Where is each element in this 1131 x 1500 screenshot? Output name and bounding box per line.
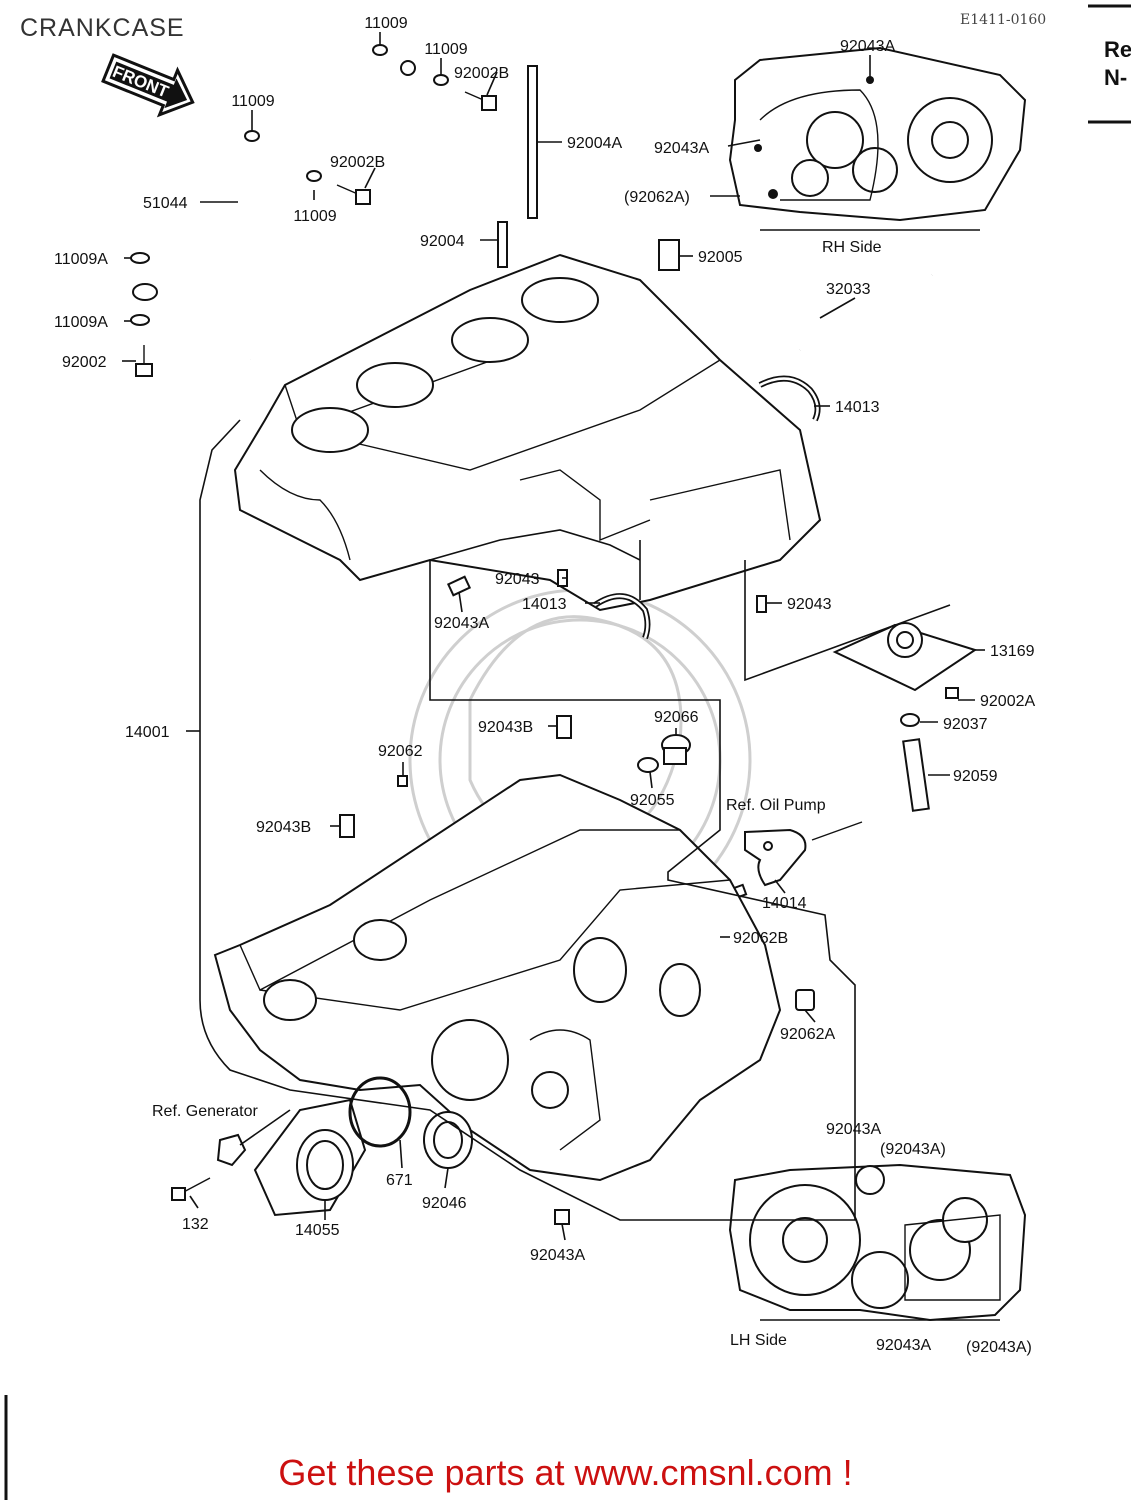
callout: 92062B	[733, 930, 788, 947]
callout: 11009	[293, 208, 336, 225]
leader-lines	[122, 32, 1000, 1321]
crankcase-set-boundary	[199, 419, 856, 1221]
studs	[497, 65, 933, 352]
callout: 92043A	[840, 38, 895, 55]
callout: 92002B	[330, 154, 385, 171]
callout: 92002	[62, 354, 107, 371]
rh-side-view	[728, 46, 1027, 222]
callout: 92059	[953, 768, 998, 785]
footer-promo-text[interactable]: Get these parts at www.cmsnl.com !	[278, 1452, 853, 1493]
callout: (92043A)	[880, 1141, 946, 1158]
bearing-shells	[593, 375, 821, 640]
callout: 11009	[424, 41, 467, 58]
callout: 92043A	[434, 615, 489, 632]
callout: 14014	[762, 895, 807, 912]
callout: 92037	[943, 716, 988, 733]
callout: 671	[386, 1172, 413, 1189]
callout-labels: 11009 11009 11009 11009 92002B 92002B 92…	[54, 15, 1035, 1356]
callout: 92002B	[454, 65, 509, 82]
callout: 92004	[420, 233, 465, 250]
generator-parts	[216, 1076, 473, 1217]
lower-crankcase	[213, 773, 782, 1182]
callout: 11009A	[54, 314, 108, 331]
ref-oil-pump-label: Ref. Oil Pump	[726, 797, 826, 814]
callout: 92043B	[478, 719, 533, 736]
rh-side-label: RH Side	[822, 239, 882, 256]
callout: 11009	[364, 15, 407, 32]
callout: 92005	[698, 249, 743, 266]
ref-generator-label: Ref. Generator	[152, 1103, 259, 1120]
oil-pump-bracket	[744, 828, 807, 887]
plug-92062a	[795, 989, 815, 1011]
callout: 92046	[422, 1195, 467, 1212]
callout: 14055	[295, 1222, 340, 1239]
lh-side-view	[728, 1163, 1027, 1322]
callout: 11009	[231, 93, 274, 110]
callout: 92043	[495, 571, 540, 588]
callout: 32033	[826, 281, 871, 298]
callout: 92062	[378, 743, 423, 760]
upper-crankcase	[233, 253, 822, 612]
callout: 14001	[125, 724, 170, 741]
callout: 92066	[654, 709, 699, 726]
oil-hose	[132, 60, 416, 391]
bolts	[135, 91, 863, 1201]
callout: 92062A	[780, 1026, 835, 1043]
callout: (92043A)	[966, 1339, 1032, 1356]
callout: 132	[182, 1216, 209, 1233]
callout: 92043A	[530, 1247, 585, 1264]
page-title: CRANKCASE	[20, 14, 185, 42]
callout: 11009A	[54, 251, 108, 268]
washers	[130, 44, 449, 326]
callout: 13169	[990, 643, 1035, 660]
callout: 92002A	[980, 693, 1035, 710]
corner-line-1: Re	[1104, 37, 1131, 62]
front-arrow: FRONT	[101, 53, 195, 118]
filler-plug	[637, 734, 691, 773]
callout: 92043A	[876, 1337, 931, 1354]
callout: 92043A	[654, 140, 709, 157]
corner-line-2: N-	[1104, 65, 1128, 90]
callout: 92043B	[256, 819, 311, 836]
callout: 92043	[787, 596, 832, 613]
callout: (92062A)	[624, 189, 690, 206]
lh-side-label: LH Side	[730, 1332, 787, 1349]
callout: 92043A	[826, 1121, 881, 1138]
drawing-code: E1411-0160	[960, 12, 1047, 28]
corner-fragment: Re N-	[1104, 36, 1131, 92]
callout: 14013	[522, 596, 567, 613]
callout: 92004A	[567, 135, 622, 152]
callout: 92055	[630, 792, 675, 809]
callout: 51044	[143, 195, 188, 212]
callout: 14013	[835, 399, 880, 416]
